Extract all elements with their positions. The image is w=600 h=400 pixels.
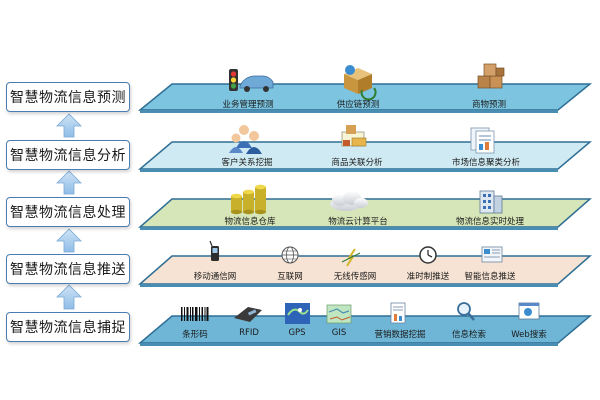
layer-capture-band [137, 315, 593, 346]
info-screen-icon [481, 246, 503, 263]
item-caption: 信息检索 [451, 330, 487, 340]
database-cylinders-icon [231, 184, 266, 215]
flow-arrow [56, 228, 82, 253]
item-caption: 业务管理预测 [222, 100, 274, 110]
item-caption: 客户关系挖掘 [221, 158, 273, 168]
item-caption: Web搜索 [511, 330, 547, 340]
stage-label-process: 智慧物流信息处理 [6, 197, 130, 227]
item-caption: 无线传感网 [333, 272, 377, 282]
item-caption: 移动通信网 [193, 272, 237, 282]
cloud-icon [330, 191, 368, 211]
item-caption: 准时制推送 [406, 272, 450, 282]
item-caption: 商品关联分析 [331, 158, 383, 168]
market-document-icon [470, 127, 495, 154]
item-caption: 互联网 [277, 272, 303, 282]
flow-arrow [56, 113, 82, 138]
globe-icon [281, 246, 299, 264]
product-association-icon [341, 125, 367, 147]
flow-arrow [56, 284, 82, 310]
stage-label-capture: 智慧物流信息捕捉 [6, 312, 130, 342]
customer-group-icon [229, 125, 262, 154]
item-caption: 物流信息实时处理 [455, 217, 525, 227]
flow-arrow [56, 170, 82, 195]
clock-icon [419, 246, 437, 264]
stage-label-predict: 智慧物流信息预测 [6, 82, 130, 112]
item-caption: RFID [239, 328, 259, 338]
goods-boxes-icon [477, 63, 505, 89]
stage-label-push: 智慧物流信息推送 [6, 254, 130, 284]
layer-push-band [138, 255, 592, 287]
item-caption: 物流云计算平台 [328, 217, 388, 227]
traffic-light-car-icon [229, 69, 274, 92]
layer-predict-band [137, 83, 593, 113]
item-caption: 供应链预测 [336, 100, 380, 110]
wireless-sensor-icon [341, 248, 361, 267]
server-building-icon [479, 190, 503, 214]
item-caption: 条形码 [182, 330, 208, 340]
item-caption: 营销数据挖掘 [374, 330, 426, 340]
item-caption: GIS [331, 328, 347, 338]
mobile-phone-icon [209, 240, 219, 261]
item-caption: 物流信息仓库 [224, 217, 276, 227]
search-magnifier-icon [457, 302, 475, 321]
supply-chain-box-icon [344, 65, 377, 101]
data-mining-document-icon [390, 302, 406, 324]
stage-label-analysis: 智慧物流信息分析 [6, 140, 130, 170]
rfid-reader-icon [234, 307, 262, 322]
item-caption: 市场信息聚类分析 [451, 158, 521, 168]
barcode-icon [181, 307, 209, 321]
item-caption: 智能信息推送 [464, 272, 516, 282]
item-caption: GPS [288, 328, 306, 338]
web-browser-icon [518, 302, 540, 320]
item-caption: 商物预测 [471, 100, 507, 110]
gis-map-icon [326, 304, 352, 324]
gps-map-icon [285, 303, 310, 324]
